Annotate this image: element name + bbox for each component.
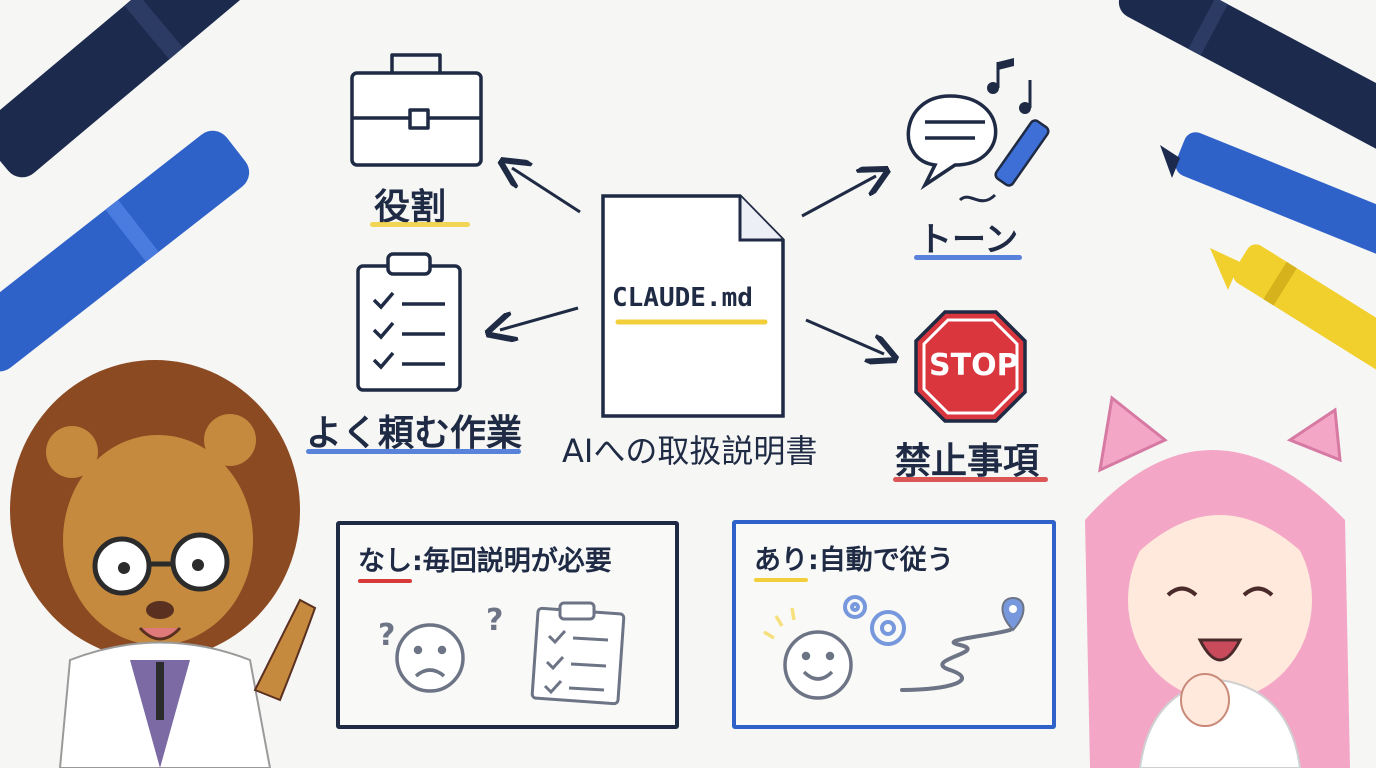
arrow-to-tasks bbox=[500, 306, 579, 330]
worried-face-icon bbox=[395, 623, 465, 693]
yellow-crayon-right bbox=[1210, 244, 1376, 402]
cat-girl-character bbox=[1085, 395, 1350, 768]
node-tasks-label: よく頼む作業 bbox=[306, 413, 523, 454]
panel-with: あり:自動で従う bbox=[732, 520, 1056, 729]
navy-marker-top-right bbox=[1118, 0, 1376, 159]
claude-md-document bbox=[601, 194, 785, 418]
arrow-to-prohibited bbox=[805, 318, 884, 354]
prohibited-underline bbox=[893, 477, 1048, 482]
blue-marker-left bbox=[0, 130, 250, 372]
panel-clipboard-icon bbox=[530, 601, 626, 706]
question-marks-icon: ? ? bbox=[378, 603, 503, 653]
role-underline bbox=[370, 222, 470, 227]
arrow-to-tone bbox=[801, 176, 876, 218]
speech-bubble-icon bbox=[906, 94, 998, 191]
svg-text:?: ? bbox=[486, 603, 503, 638]
smile-face-icon bbox=[763, 607, 853, 700]
winding-path-icon bbox=[900, 628, 1012, 692]
tone-underline bbox=[914, 255, 1022, 260]
briefcase-icon bbox=[350, 53, 483, 167]
stop-sign-text: STOP bbox=[929, 348, 1019, 383]
node-tone-label: トーン bbox=[918, 220, 1019, 260]
svg-text:?: ? bbox=[378, 618, 395, 653]
panel-without: なし:毎回説明が必要 bbox=[336, 521, 679, 729]
panel-without-prefix: なし bbox=[358, 546, 412, 577]
panel-with-rest: :自動で従う bbox=[808, 545, 954, 576]
music-notes-icon bbox=[987, 58, 1032, 114]
claude-md-label: CLAUDE.md bbox=[612, 283, 753, 313]
blue-marker-right bbox=[1160, 132, 1376, 266]
panel-with-prefix: あり bbox=[754, 545, 808, 576]
arrow-to-role bbox=[512, 168, 581, 214]
node-prohibited-label: 禁止事項 bbox=[895, 441, 1040, 482]
lion-professor-character bbox=[10, 360, 317, 768]
center-caption: AIへの取扱説明書 bbox=[562, 432, 818, 470]
clipboard-icon bbox=[356, 252, 462, 392]
panel-without-title: なし:毎回説明が必要 bbox=[358, 539, 612, 578]
panel-without-rest: :毎回説明が必要 bbox=[412, 546, 612, 577]
node-role-label: 役割 bbox=[374, 187, 447, 228]
gears-icon bbox=[843, 595, 906, 646]
tasks-underline bbox=[306, 449, 521, 454]
stop-sign-icon bbox=[914, 310, 1027, 423]
panel-with-title: あり:自動で従う bbox=[754, 538, 954, 577]
pen-icon bbox=[958, 119, 1050, 203]
navy-marker-top-left bbox=[0, 0, 266, 178]
location-pin-icon bbox=[1001, 596, 1025, 632]
